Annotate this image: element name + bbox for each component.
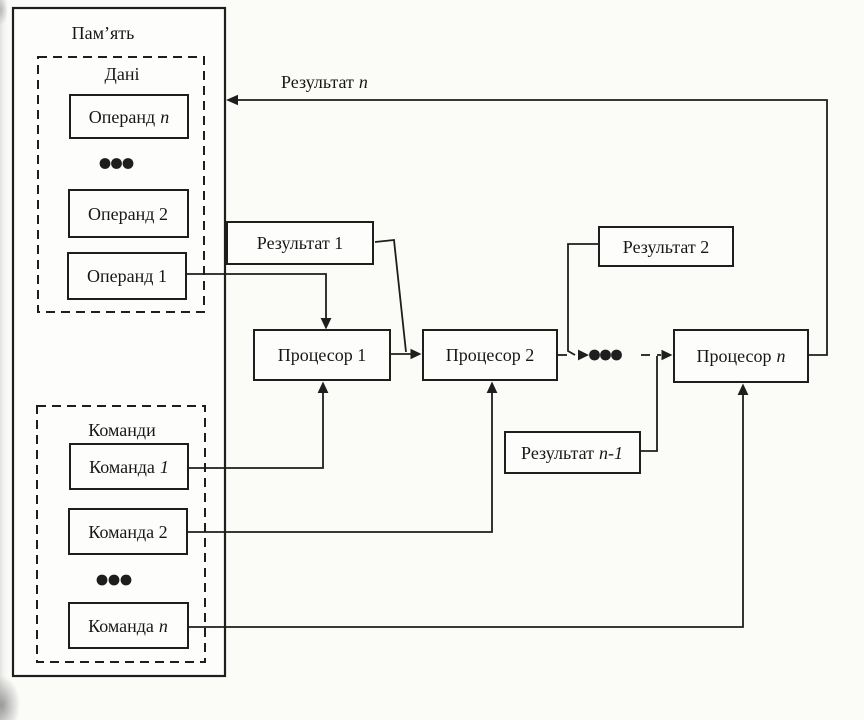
arrowhead-into-processor-2-left-icon [410,348,422,360]
line-komanda-2-to-processor-2 [187,393,493,533]
processor-2-label: Процесор 2 [446,345,535,365]
result-2-label: Результат 2 [623,237,709,257]
line-result-n-feedback [238,99,828,356]
memory-label: Пам’ять [72,23,135,43]
komanda-2-label: Команда 2 [88,522,167,542]
line-komanda-n-to-processor-n [188,395,744,628]
line-komanda-1-to-processor-1 [188,393,324,469]
ellipsis-pipeline-icon [589,349,622,361]
ellipsis-data-icon [99,158,134,169]
arrowhead-into-processor-n-left-icon [661,349,673,361]
line-operand-1-to-processor-1 [186,273,327,318]
arrowhead-into-processor-n-bottom-icon [737,383,749,395]
result-1-label: Результат 1 [257,233,343,253]
operand-2-label: Операнд 2 [88,204,168,224]
arrowhead-into-processor-2-bottom-icon [486,381,498,393]
arrowhead-into-memory-icon [226,94,238,106]
pipeline-arrowhead-mid-icon [578,349,589,361]
arrowhead-into-processor-1-top-icon [320,318,332,330]
data-section-box [37,56,205,313]
processor-1-label: Процесор 1 [278,345,367,365]
processor-2-box: Процесор 2 [422,329,558,381]
ellipsis-commands-icon [96,574,132,586]
line-result-n-minus-1-junction [640,356,658,452]
arrowhead-into-processor-1-bottom-icon [317,381,329,393]
operand-1-label: Операнд 1 [87,266,167,286]
commands-section-box [36,405,206,663]
operand-2-box: Операнд 2 [68,189,189,238]
processor-1-box: Процесор 1 [253,329,391,381]
data-section-label: Дані [105,64,140,84]
result-2-box: Результат 2 [598,226,734,267]
komanda-2-box: Команда 2 [68,508,188,555]
result-1-box: Результат 1 [226,221,374,265]
line-result-2-junction [567,243,599,356]
commands-section-label: Команди [88,420,156,440]
operand-1-box: Операнд 1 [67,252,187,300]
line-result-1-junction [374,239,407,353]
